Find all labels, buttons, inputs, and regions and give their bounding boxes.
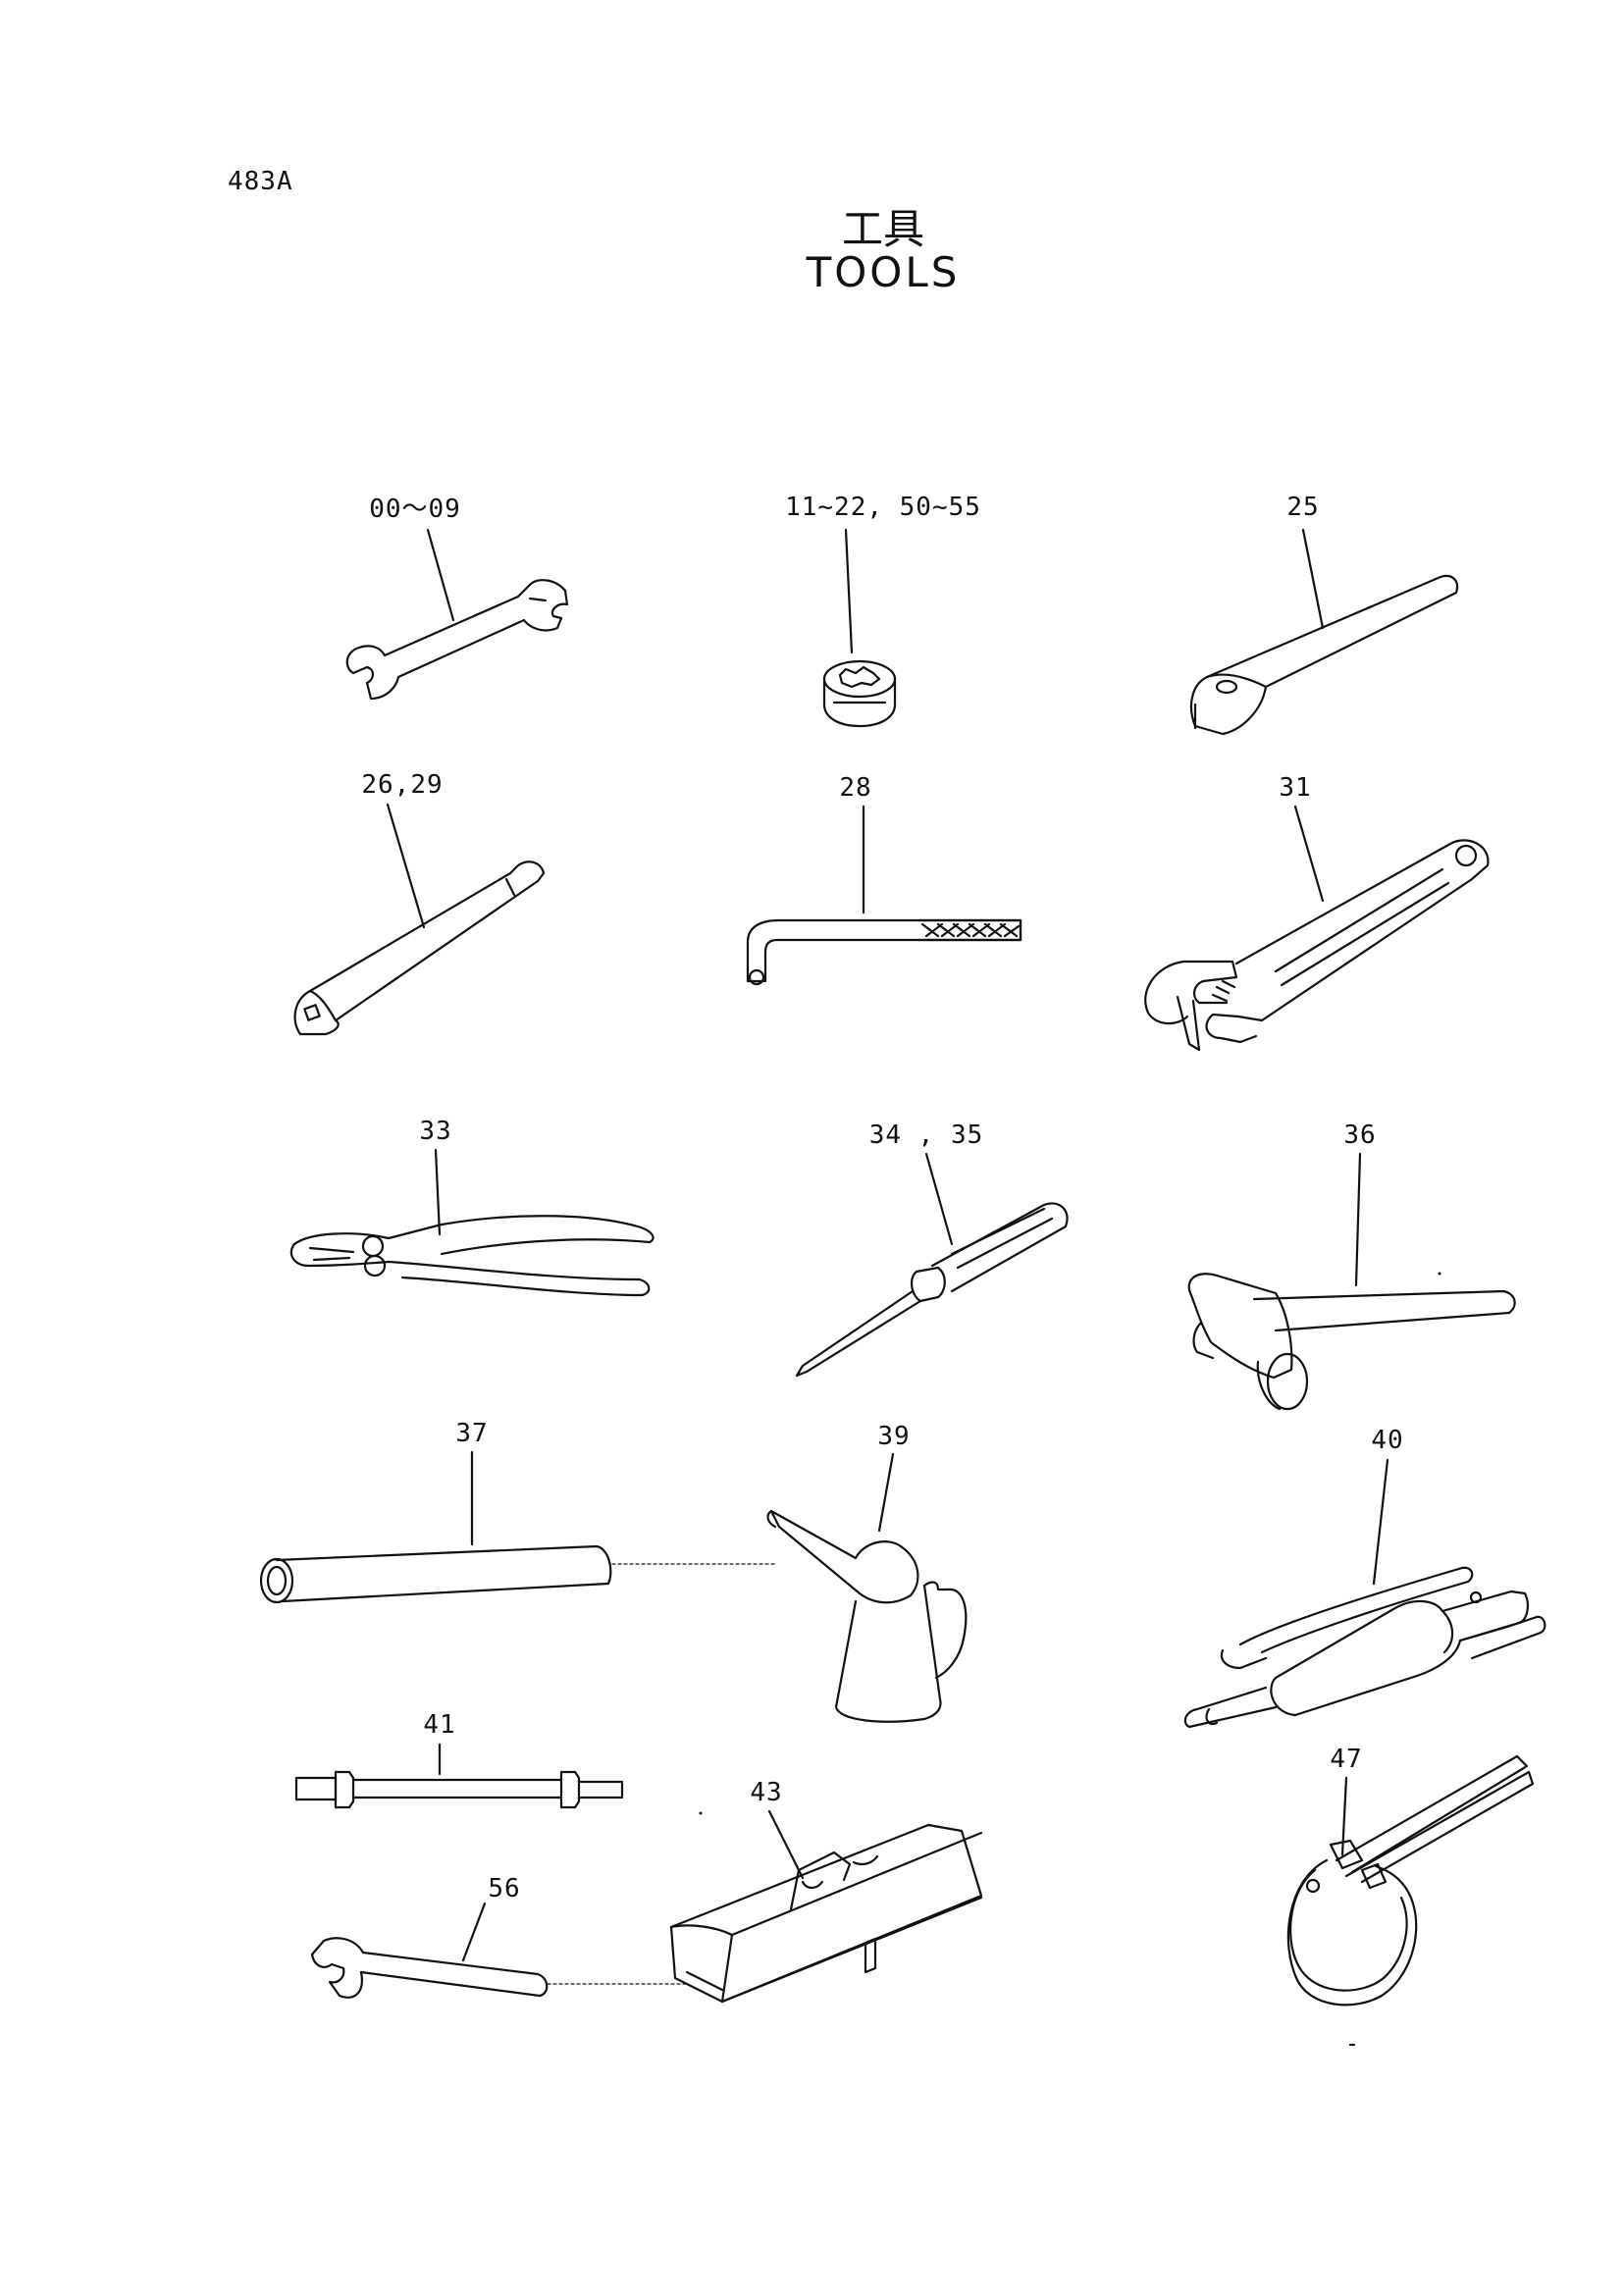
filter-wrench-drawing xyxy=(1288,1756,1533,2005)
callout-label-spanners: 00～09 xyxy=(369,495,461,524)
callout-label-hammer: 36 xyxy=(1343,1121,1377,1150)
tool-box-drawing xyxy=(671,1811,981,2002)
callout-label-tool-box: 43 xyxy=(750,1778,783,1807)
single-spanner-drawing xyxy=(312,1903,687,1998)
pliers-drawing xyxy=(291,1150,654,1295)
ratchet-drawing xyxy=(1191,530,1457,734)
hammer-drawing xyxy=(1189,1154,1515,1409)
callout-label-oil-can: 39 xyxy=(877,1422,911,1451)
pipe-drawing xyxy=(261,1452,775,1602)
title-japanese: 工具 xyxy=(841,205,924,253)
oil-can-drawing xyxy=(768,1454,967,1722)
hex-key-drawing xyxy=(748,807,1021,984)
hose-drawing xyxy=(296,1745,622,1807)
callout-label-screwdrivers: 34 , 35 xyxy=(868,1121,984,1150)
callout-label-hex-key: 28 xyxy=(839,773,872,803)
callout-label-pliers: 33 xyxy=(419,1117,452,1146)
callout-label-extension-bars: 26,29 xyxy=(361,770,444,800)
adjustable-wrench-drawing xyxy=(1145,807,1488,1050)
screwdriver-drawing xyxy=(797,1154,1068,1376)
callout-label-sockets: 11~22, 50~55 xyxy=(785,493,981,522)
callout-label-ratchet-handle: 25 xyxy=(1286,493,1320,522)
callout-label-hose: 41 xyxy=(423,1710,456,1740)
grease-gun-drawing xyxy=(1185,1460,1545,1727)
callout-label-adjustable-wrench: 31 xyxy=(1279,773,1312,803)
callout-label-single-spanner: 56 xyxy=(488,1874,521,1903)
extension-bar-drawing xyxy=(295,805,544,1034)
callout-label-pipe: 37 xyxy=(455,1419,489,1448)
socket-drawing xyxy=(824,530,895,726)
title-english: TOOLS xyxy=(806,248,961,296)
page-number: 483A xyxy=(228,167,293,196)
callout-label-filter-wrench: 47 xyxy=(1330,1745,1363,1774)
spanner-drawing xyxy=(347,530,567,699)
callout-label-grease-gun: 40 xyxy=(1371,1426,1404,1455)
